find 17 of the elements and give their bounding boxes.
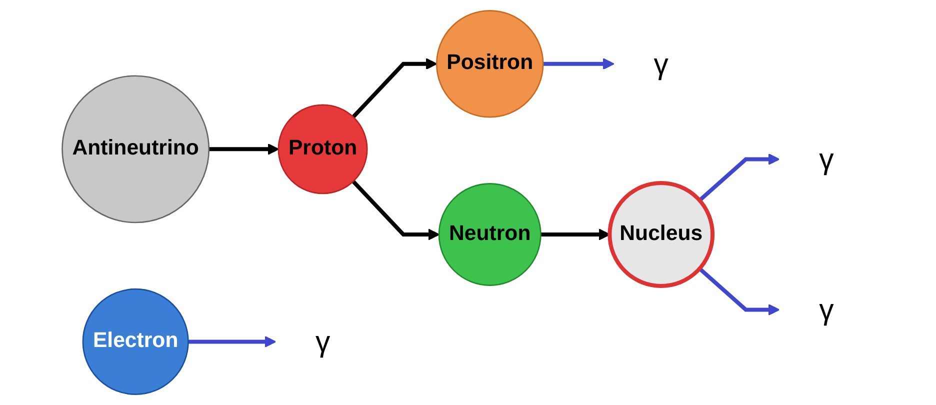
- arrow: [208, 143, 279, 156]
- node-text: γ: [315, 325, 330, 358]
- node-text: γ: [819, 142, 834, 176]
- node-circle: Positron: [436, 10, 544, 118]
- arrow: [698, 153, 780, 202]
- node-circle: Proton: [278, 104, 368, 194]
- node-text: γ: [819, 293, 834, 326]
- node-circle: Nucleus: [608, 181, 715, 288]
- node-circle: Antineutrino: [62, 75, 210, 224]
- node-text: γ: [654, 47, 668, 81]
- arrow: [352, 58, 438, 118]
- arrow: [352, 180, 440, 240]
- arrow: [698, 267, 780, 316]
- node-circle: Electron: [82, 288, 189, 396]
- arrow: [543, 58, 614, 70]
- arrow: [188, 336, 276, 348]
- node-circle: Neutron: [438, 183, 542, 286]
